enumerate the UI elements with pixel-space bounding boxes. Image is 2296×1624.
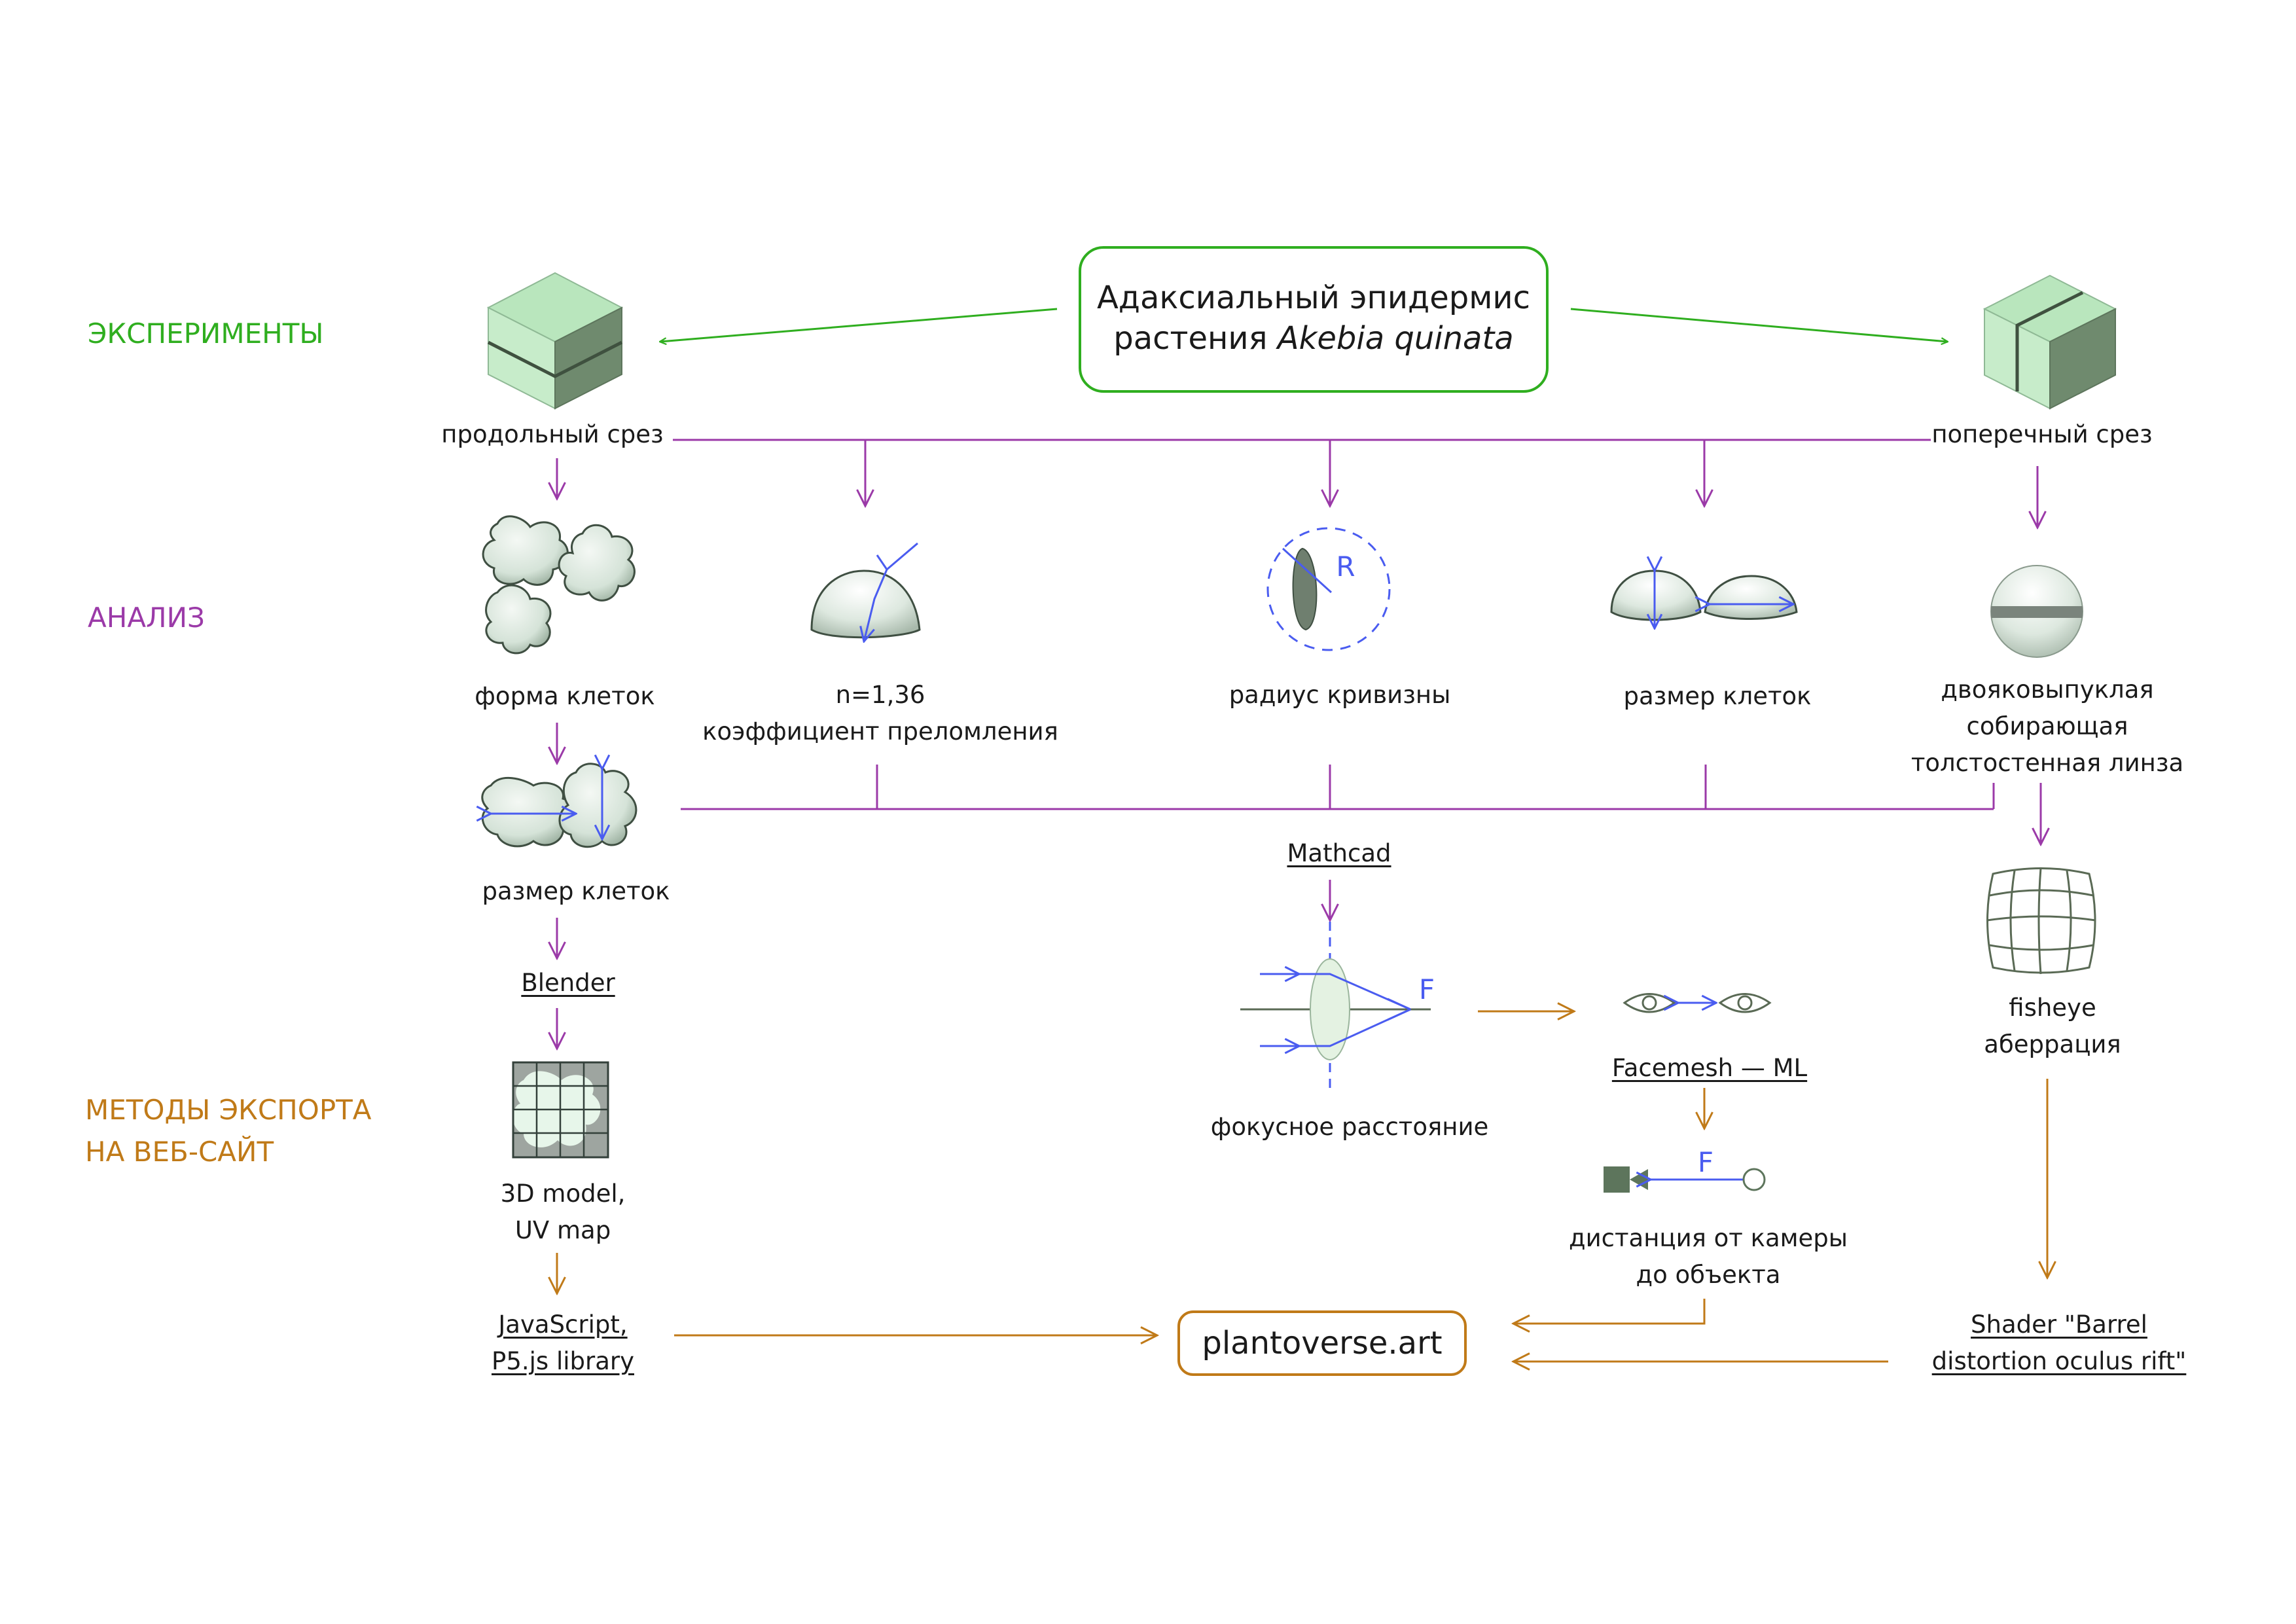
- cell-size-domes-icon: [1610, 571, 1798, 628]
- focal-length-diagram: [1240, 922, 1431, 1092]
- arrow-to-longitudinal: [660, 308, 1058, 342]
- link-blender-text[interactable]: Blender: [521, 969, 615, 997]
- link-shader[interactable]: Shader "Barrel distortion oculus rift": [1932, 1307, 2187, 1380]
- label-3d-model-line2: UV map: [514, 1216, 611, 1244]
- camera-distance-icon: [1604, 1166, 1766, 1193]
- link-shader-line1[interactable]: Shader "Barrel: [1971, 1310, 2147, 1339]
- link-blender[interactable]: Blender: [521, 965, 615, 1001]
- source-species: Akebia quinata: [1277, 320, 1514, 357]
- uv-map-icon: [512, 1061, 609, 1159]
- label-3d-model-line1: 3D model,: [500, 1180, 626, 1208]
- label-3d-model: 3D model, UV map: [501, 1176, 626, 1249]
- label-biconvex-lens: двояковыпуклая собирающая толстостенная …: [1911, 672, 2183, 782]
- focal-symbol-camera: F: [1697, 1146, 1714, 1178]
- link-shader-line2[interactable]: distortion oculus rift": [1931, 1347, 2187, 1375]
- label-lens-line1: двояковыпуклая: [1941, 676, 2154, 704]
- section-export-line2: НА ВЕБ-САЙТ: [85, 1136, 274, 1168]
- link-javascript-line2[interactable]: P5.js library: [492, 1347, 634, 1375]
- label-camera-distance-line1: дистанция от камеры: [1569, 1224, 1848, 1252]
- label-refraction: n=1,36 коэффициент преломления: [702, 677, 1058, 750]
- label-fisheye: fisheye аберрация: [1984, 990, 2121, 1063]
- analysis-connectors-top: [557, 439, 2037, 1049]
- label-cell-size: размер клеток: [1623, 682, 1812, 710]
- longitudinal-section-block: [486, 272, 624, 410]
- curvature-radius-icon: [1266, 527, 1391, 651]
- label-curvature: радиус кривизны: [1229, 681, 1451, 709]
- link-facemesh-text[interactable]: Facemesh — ML: [1611, 1054, 1808, 1082]
- section-export-line1: МЕТОДЫ ЭКСПОРТА: [85, 1094, 372, 1126]
- source-line2: растения Akebia quinata: [1081, 318, 1546, 359]
- section-export: МЕТОДЫ ЭКСПОРТА НА ВЕБ-САЙТ: [85, 1089, 372, 1173]
- link-mathcad-text[interactable]: Mathcad: [1287, 839, 1391, 867]
- site-box[interactable]: plantoverse.art: [1177, 1310, 1467, 1376]
- label-lens-line3: толстостенная линза: [1910, 749, 2184, 777]
- source-line2-prefix: растения: [1113, 320, 1278, 357]
- label-cell-shape: форма клеток: [475, 682, 655, 710]
- link-javascript-line1[interactable]: JavaScript,: [498, 1310, 628, 1339]
- export-connectors: [557, 1011, 2047, 1362]
- label-fisheye-line1: fisheye: [2009, 994, 2096, 1022]
- fisheye-grid-icon: [1986, 867, 2096, 975]
- label-focal-length: фокусное расстояние: [1210, 1113, 1489, 1141]
- link-javascript[interactable]: JavaScript, P5.js library: [492, 1307, 634, 1380]
- link-mathcad[interactable]: Mathcad: [1287, 835, 1391, 872]
- analysis-connectors-mid: [681, 765, 2041, 920]
- section-analysis: АНАЛИЗ: [88, 602, 205, 634]
- refraction-dome-icon: [810, 542, 921, 641]
- label-cell-size-left: размер клеток: [482, 877, 670, 905]
- source-box: Адаксиальный эпидермис растения Akebia q…: [1079, 246, 1549, 393]
- label-refraction-line2: коэффициент преломления: [702, 717, 1058, 746]
- label-fisheye-line2: аберрация: [1984, 1030, 2121, 1058]
- label-camera-distance-line2: до объекта: [1636, 1261, 1781, 1289]
- transverse-section-block: [1982, 274, 2117, 410]
- label-camera-distance: дистанция от камеры до объекта: [1569, 1220, 1848, 1293]
- source-line1: Адаксиальный эпидермис: [1096, 280, 1531, 316]
- cell-shape-icon: [482, 515, 636, 655]
- radius-symbol: R: [1336, 550, 1355, 583]
- focal-symbol-lens: F: [1418, 973, 1435, 1005]
- site-label[interactable]: plantoverse.art: [1202, 1325, 1443, 1362]
- biconvex-lens-icon: [1990, 565, 2083, 658]
- link-facemesh[interactable]: Facemesh — ML: [1612, 1050, 1807, 1087]
- label-refraction-line1: n=1,36: [835, 681, 925, 709]
- eyes-icon: [1623, 993, 1772, 1013]
- experiment-arrows: [660, 308, 1948, 342]
- label-longitudinal: продольный срез: [441, 420, 664, 448]
- cell-size-measure-icon: [482, 764, 637, 848]
- section-experiments: ЭКСПЕРИМЕНТЫ: [88, 317, 324, 350]
- arrow-to-transverse: [1570, 308, 1948, 342]
- label-transverse: поперечный срез: [1931, 420, 2153, 448]
- label-lens-line2: собирающая: [1966, 712, 2128, 740]
